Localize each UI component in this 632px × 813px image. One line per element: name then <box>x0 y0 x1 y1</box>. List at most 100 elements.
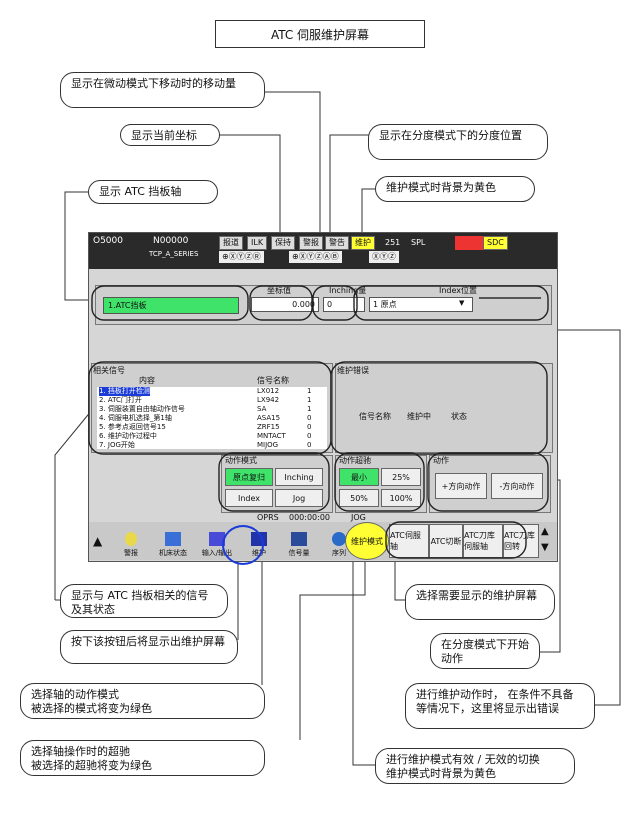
signal-content: 4. 伺服电机选择_第1轴 <box>99 414 172 422</box>
override-25-button[interactable]: 25% <box>381 468 421 486</box>
signals-col-content: 内容 <box>139 376 155 385</box>
mode-inching-button[interactable]: Inching <box>275 468 323 486</box>
sequence-number: N00000 <box>153 236 189 246</box>
signal-row: 7. JOG开始 MIJOG 0 <box>97 441 342 450</box>
error-panel <box>335 363 553 453</box>
signal-row: 1. 挡板打开检测 LX012 1 <box>97 387 342 396</box>
status-ilk[interactable]: ILK <box>247 236 268 250</box>
signal-content: 6. 维护动作过程中 <box>99 432 157 440</box>
status-alarm[interactable]: 警报 <box>299 236 323 250</box>
override-min-button[interactable]: 最小 <box>339 468 379 486</box>
status-report[interactable]: 报道 <box>219 236 243 250</box>
axis-name-field[interactable]: 1.ATC挡板 <box>103 297 239 314</box>
signal-value: 0 <box>307 414 312 422</box>
callout-maint-bg: 维护模式时背景为黄色 <box>375 176 535 202</box>
scroll-up-icon[interactable]: ▲ <box>541 526 549 537</box>
callout-index-position: 显示在分度模式下的分度位置 <box>368 124 548 160</box>
signals-header: 相关信号 <box>93 366 125 375</box>
screen-atc-magazine-rotate[interactable]: ATC刀库回转 <box>503 524 539 558</box>
action-minus-button[interactable]: -方向动作 <box>491 473 543 499</box>
callout-index-start: 在分度模式下开始动作 <box>430 633 540 669</box>
action-plus-button[interactable]: +方向动作 <box>435 473 487 499</box>
index-label: Index位置 <box>439 286 478 295</box>
softkey-sequence[interactable]: 序列 <box>317 522 361 560</box>
screen-atc-servo[interactable]: ATC伺服轴 <box>389 524 429 558</box>
softkey-bar: ▲ 警报 机床状态 输入/输出 维护 信号量 序列 维护模式 ATC伺服轴 AT… <box>89 522 557 560</box>
signal-row: 4. 伺服电机选择_第1轴 ASA15 0 <box>97 414 342 423</box>
signal-name: SA <box>257 405 267 413</box>
signal-value: 0 <box>307 441 312 449</box>
signal-content: 7. JOG开始 <box>99 441 135 449</box>
status-time: 000:00:00 <box>289 513 331 522</box>
signal-value: 0 <box>307 423 312 431</box>
signal-content: 2. ATC门打开 <box>99 396 142 404</box>
signal-icon <box>291 532 307 546</box>
mode-home-button[interactable]: 原点复归 <box>225 468 273 486</box>
action-header: 动作 <box>433 456 449 465</box>
screen-atc-cut[interactable]: ATC切断 <box>429 524 463 558</box>
callout-press-button: 按下该按钮后将显示出维护屏幕 <box>60 630 238 664</box>
softkey-io[interactable]: 输入/输出 <box>195 522 239 560</box>
top-status-bar: O5000 N00000 TCP_A_SERIES 报道 ILK 保持 警报 警… <box>89 233 557 269</box>
signal-name: ZRF15 <box>257 423 280 431</box>
signal-content: 5. 参考点返回信号15 <box>99 423 166 431</box>
indicator-icons-1: ⊕ⓍⓎⓏⓇ <box>219 251 264 263</box>
status-sdc: SDC <box>483 236 508 250</box>
signal-value: 1 <box>307 387 312 395</box>
indicator-icons-2: ⊕ⓍⓎⓏⒶⒷ <box>289 251 342 263</box>
signal-name: ASA15 <box>257 414 281 422</box>
callout-error-display: 进行维护动作时， 在条件不具备等情况下，这里将显示出错误 <box>405 683 595 729</box>
status-jog: JOG <box>351 513 366 522</box>
override-100-button[interactable]: 100% <box>381 489 421 507</box>
indicator-icons-3: ⓍⓎⓏ <box>369 251 399 263</box>
status-251: 251 <box>381 236 405 250</box>
status-warning[interactable]: 警告 <box>325 236 349 250</box>
coord-label: 坐标值 <box>267 286 291 295</box>
machine-subtitle: TCP_A_SERIES <box>149 250 199 258</box>
signal-value: 0 <box>307 432 312 440</box>
status-maintenance[interactable]: 维护 <box>351 236 375 250</box>
signal-name: LX942 <box>257 396 280 404</box>
maintenance-key-highlight <box>222 525 264 565</box>
index-select[interactable]: 1 原点 <box>369 297 473 312</box>
error-col-active: 维护中 <box>407 412 431 421</box>
mode-index-button[interactable]: Index <box>225 489 273 507</box>
sequence-icon <box>332 532 346 546</box>
screen-atc-magazine-servo[interactable]: ATC刀库伺服轴 <box>463 524 503 558</box>
softkey-alarm[interactable]: 警报 <box>109 522 153 560</box>
index-select-2[interactable] <box>479 297 541 299</box>
signal-name: MIJOG <box>257 441 279 449</box>
mode-jog-button[interactable]: Jog <box>275 489 323 507</box>
callout-signals: 显示与 ATC 挡板相关的信号及其状态 <box>60 584 228 618</box>
io-icon <box>209 532 225 546</box>
status-hold[interactable]: 保持 <box>271 236 295 250</box>
softkey-machine-status[interactable]: 机床状态 <box>151 522 195 560</box>
signal-name: MNTACT <box>257 432 286 440</box>
index-dropdown-icon[interactable]: ▼ <box>459 299 465 307</box>
maintenance-mode-toggle[interactable]: 维护模式 <box>345 522 389 560</box>
alarm-icon <box>125 532 137 546</box>
callout-select-screen: 选择需要显示的维护屏幕 <box>405 584 555 620</box>
signal-content: 1. 挡板打开检测 <box>99 387 150 396</box>
scroll-down-icon[interactable]: ▼ <box>541 542 549 553</box>
softkey-left-arrow-icon[interactable]: ▲ <box>93 534 103 548</box>
override-50-button[interactable]: 50% <box>339 489 379 507</box>
softkey-signal[interactable]: 信号量 <box>277 522 321 560</box>
signals-col-name: 信号名称 <box>257 376 289 385</box>
program-number: O5000 <box>93 236 123 246</box>
callout-atc-axis: 显示 ATC 挡板轴 <box>88 180 218 204</box>
atc-servo-screen: O5000 N00000 TCP_A_SERIES 报道 ILK 保持 警报 警… <box>88 232 558 562</box>
callout-axis-mode: 选择轴的动作模式 被选择的模式将变为绿色 <box>20 683 265 719</box>
signal-name: LX012 <box>257 387 280 395</box>
page-title: ATC 伺服维护屏幕 <box>215 20 425 48</box>
error-col-status: 状态 <box>451 412 467 421</box>
mode-header: 动作模式 <box>225 456 257 465</box>
callout-toggle-mode: 进行维护模式有效 / 无效的切换 维护模式时背景为黄色 <box>375 748 575 784</box>
override-header: 动作超驰 <box>339 456 371 465</box>
callout-axis-override: 选择轴操作时的超驰 被选择的超驰将变为绿色 <box>20 740 265 776</box>
error-header: 维护错误 <box>337 366 369 375</box>
signal-value: 1 <box>307 396 312 404</box>
